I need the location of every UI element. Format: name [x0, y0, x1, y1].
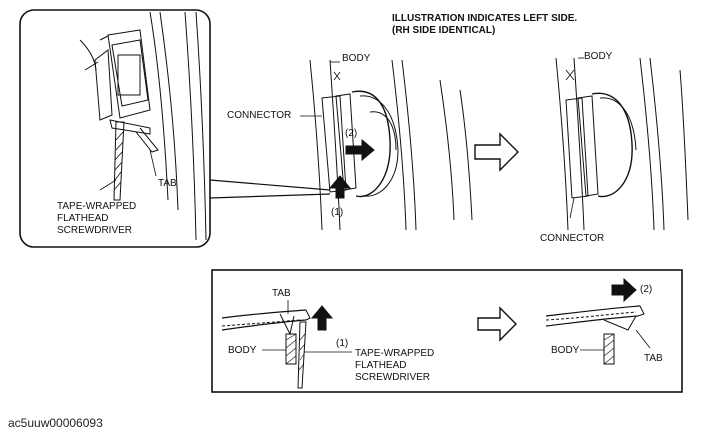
inset-frame — [19, 9, 331, 248]
before-step2-label: (2) — [345, 128, 358, 139]
detail-left-body-label: BODY — [228, 345, 257, 356]
before-step1-label: (1) — [331, 207, 344, 218]
after-connector-label: CONNECTOR — [540, 233, 605, 244]
detail-left-tool-line3: SCREWDRIVER — [355, 372, 431, 383]
detail-left-tool-line2: FLATHEAD — [355, 360, 407, 371]
detail-left-tab-label: TAB — [272, 288, 291, 299]
side-note-line1: ILLUSTRATION INDICATES LEFT SIDE. — [392, 13, 578, 24]
detail-frame — [211, 269, 683, 393]
inset-contents — [79, 11, 207, 241]
detail-left-tool-line1: TAPE-WRAPPED — [355, 348, 435, 359]
detail-right-step2-label: (2) — [640, 284, 653, 295]
before-body-label: BODY — [342, 53, 371, 64]
detail-right — [545, 277, 651, 365]
detail-left-step1-label: (1) — [336, 338, 349, 349]
inset-tool-line3: SCREWDRIVER — [57, 225, 133, 236]
figure-id: ac5uuw00006093 — [8, 416, 103, 430]
before-view — [300, 59, 473, 231]
inset-tab-label: TAB — [158, 178, 177, 189]
inset-tool-line2: FLATHEAD — [57, 213, 109, 224]
transition-arrow-top — [474, 132, 519, 172]
detail-right-body-label: BODY — [551, 345, 580, 356]
detail-right-tab-label: TAB — [644, 353, 663, 364]
before-connector-label: CONNECTOR — [227, 110, 292, 121]
side-note-line2: (RH SIDE IDENTICAL) — [392, 25, 496, 36]
after-body-label: BODY — [584, 51, 613, 62]
transition-arrow-bottom — [477, 306, 517, 342]
detail-left — [221, 300, 352, 389]
inset-tool-line1: TAPE-WRAPPED — [57, 201, 137, 212]
after-view — [555, 57, 689, 231]
